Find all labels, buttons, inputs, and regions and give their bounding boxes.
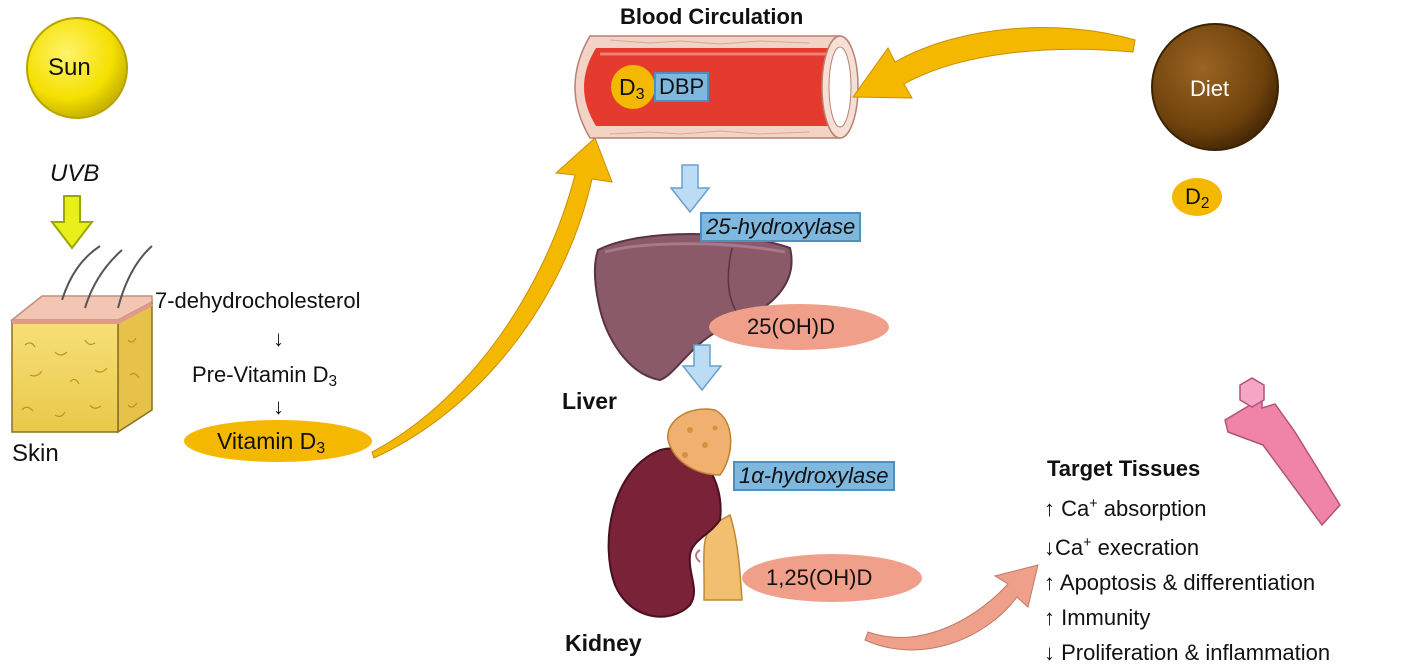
diet-to-blood-arrow-icon xyxy=(852,27,1136,99)
effect-arrow: ↑ xyxy=(1044,604,1055,630)
receptor-icon xyxy=(1224,377,1341,527)
uvb-arrow-icon xyxy=(49,195,95,250)
d2-sub: 2 xyxy=(1200,194,1210,212)
d3-label: D3 xyxy=(619,74,645,104)
d3-sub: 3 xyxy=(635,85,645,104)
effect-text-post: execration xyxy=(1091,534,1200,560)
effect-arrow: ↓ xyxy=(1044,639,1055,665)
kidney-to-target-arrow-icon xyxy=(864,564,1039,651)
pre-vitamin-d-sub: 3 xyxy=(328,372,338,390)
dbp-box: DBP xyxy=(654,72,710,102)
synthesis-arrow-1: ↓ xyxy=(273,326,284,351)
sun-label: Sun xyxy=(48,54,91,81)
liver-label: Liver xyxy=(562,388,617,414)
effect-item: ↑ Apoptosis & differentiation xyxy=(1044,565,1330,600)
effect-arrow: ↓ xyxy=(1044,534,1055,560)
diet-icon xyxy=(1151,23,1279,151)
liver-to-kidney-arrow-icon xyxy=(681,344,723,392)
effect-text: Apoptosis & differentiation xyxy=(1055,569,1316,595)
effect-text-post: absorption xyxy=(1097,495,1207,521)
skin-label: Skin xyxy=(12,440,59,467)
effect-item: ↑ Immunity xyxy=(1044,600,1330,635)
25ohd-oval xyxy=(709,304,889,350)
125ohd-oval xyxy=(742,554,922,602)
effect-sup: + xyxy=(1089,496,1098,512)
target-tissues-title: Target Tissues xyxy=(1047,456,1201,481)
125ohd-label: 1,25(OH)D xyxy=(766,565,873,590)
sun-icon xyxy=(26,17,128,119)
target-effects-list: ↑ Ca+ absorption ↓Ca+ execration ↑ Apopt… xyxy=(1044,487,1330,670)
effect-text: Immunity xyxy=(1055,604,1151,630)
effect-arrow: ↑ xyxy=(1044,569,1055,595)
vitamin-d-text: Vitamin D xyxy=(217,428,317,454)
25ohd-label: 25(OH)D xyxy=(747,314,836,339)
25-hydroxylase-box: 25-hydroxylase xyxy=(700,212,862,242)
skin-to-blood-arrow-icon xyxy=(371,137,613,459)
d2-text: D xyxy=(1185,184,1201,209)
effect-arrow: ↑ xyxy=(1044,495,1055,521)
vitamin-d3-oval xyxy=(184,420,372,462)
effect-item: ↓ Proliferation & inflammation xyxy=(1044,635,1330,670)
effect-item: ↑ Ca+ absorption xyxy=(1044,487,1330,526)
effect-text: Ca xyxy=(1055,534,1084,560)
d2-oval xyxy=(1172,178,1222,216)
blood-circulation-title: Blood Circulation xyxy=(620,4,804,29)
pre-vitamin-d-text: Pre-Vitamin D xyxy=(192,362,329,387)
effect-item: ↓Ca+ execration xyxy=(1044,526,1330,565)
synthesis-step1: 7-dehydrocholesterol xyxy=(155,288,361,313)
synthesis-arrow-2: ↓ xyxy=(273,394,284,419)
uvb-label: UVB xyxy=(50,160,100,187)
skin-block-icon xyxy=(9,245,153,434)
kidney-icon xyxy=(607,408,743,618)
effect-text: Ca xyxy=(1055,495,1090,521)
vitamin-d3-label: Vitamin D3 xyxy=(217,428,325,458)
d3-circle xyxy=(611,65,655,109)
vitamin-d-sub: 3 xyxy=(316,439,326,458)
synthesis-step2: Pre-Vitamin D3 xyxy=(192,362,337,391)
1a-hydroxylase-box: 1α-hydroxylase xyxy=(733,461,895,491)
kidney-label: Kidney xyxy=(565,630,642,656)
blood-to-liver-arrow-icon xyxy=(669,164,711,214)
effect-sup: + xyxy=(1083,534,1092,551)
d2-label: D2 xyxy=(1185,184,1209,213)
d3-text: D xyxy=(619,74,636,100)
diet-label: Diet xyxy=(1190,76,1230,101)
